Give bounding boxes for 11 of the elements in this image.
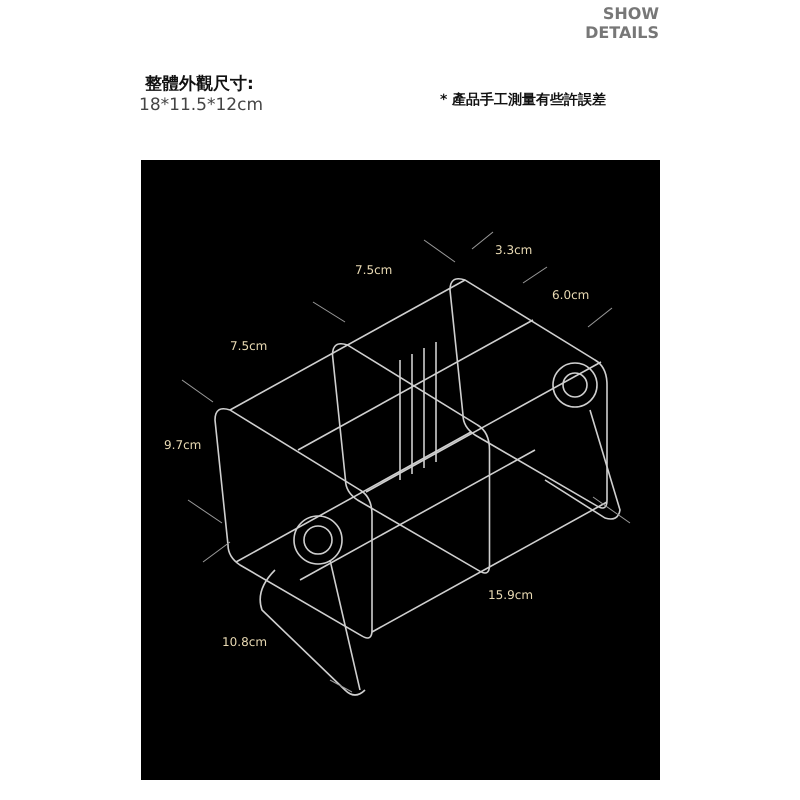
overall-dimensions: 18*11.5*12cm xyxy=(139,95,264,115)
dimension-label: 10.8cm xyxy=(222,635,268,649)
note: * 產品手工測量有些許誤差 xyxy=(440,91,606,109)
dimension-label: 15.9cm xyxy=(488,588,534,602)
dimension-label: 7.5cm xyxy=(230,339,268,353)
dimension-label: 3.3cm xyxy=(495,243,532,257)
section-heading: SHOW DETAILS xyxy=(584,4,659,42)
heading: 整體外觀尺寸: xyxy=(145,73,254,95)
dimension-label: 9.7cm xyxy=(164,438,202,452)
dimension-label: 7.5cm xyxy=(355,263,392,277)
dimension-label: 6.0cm xyxy=(552,288,590,302)
